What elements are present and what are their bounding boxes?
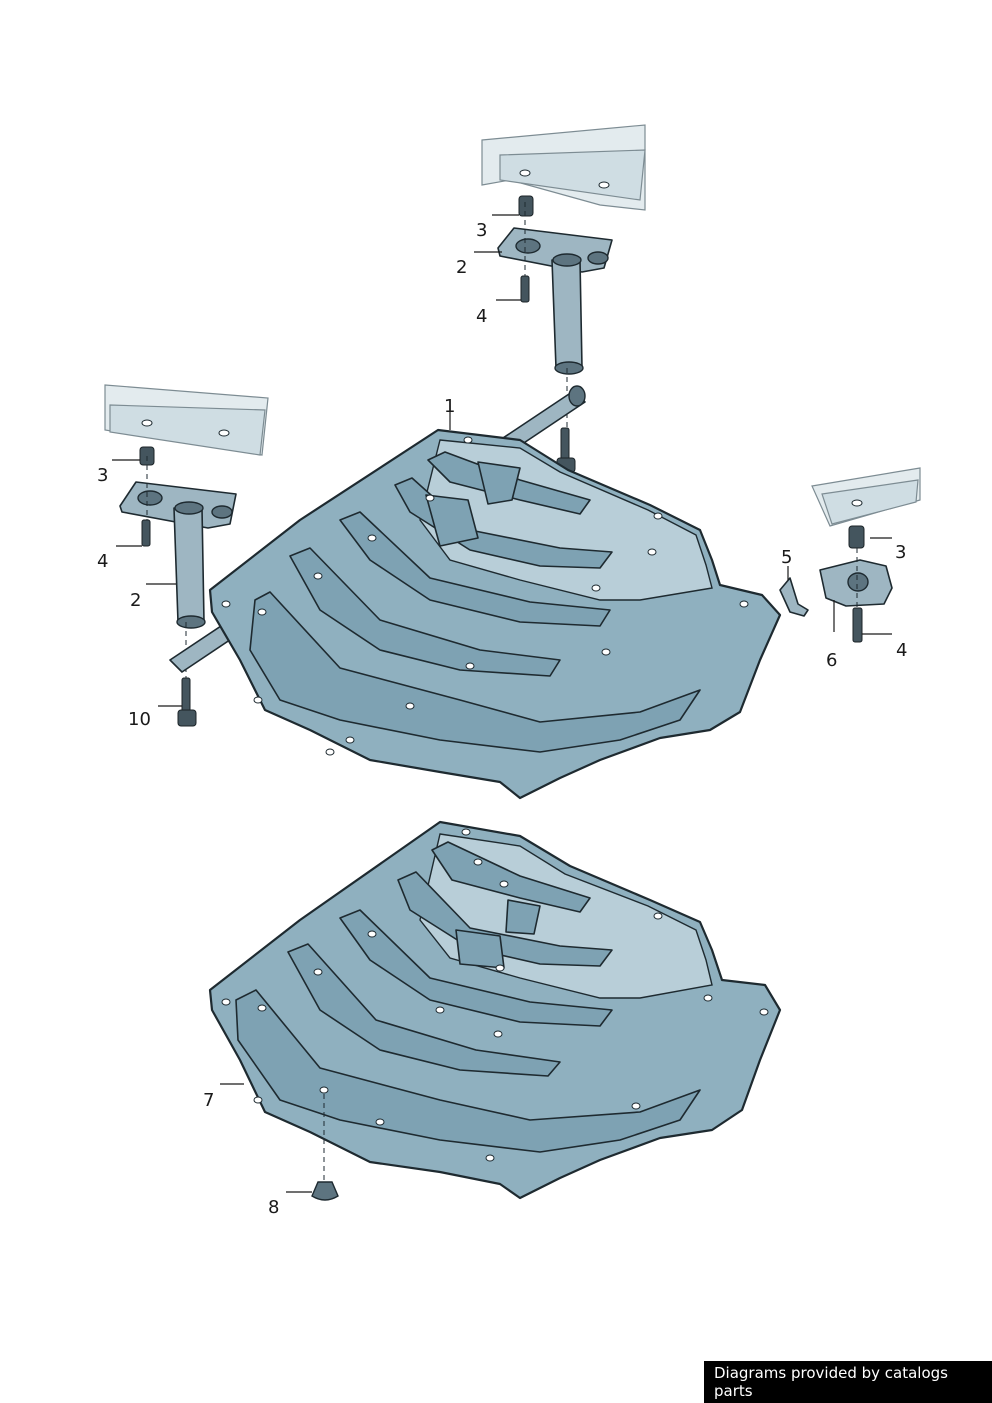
- stay-bracket-top: [497, 195, 613, 473]
- callout-7: 7: [203, 1090, 214, 1111]
- body-panel-top: [481, 124, 646, 211]
- credit-badge: Diagrams provided by catalogs parts: [704, 1361, 992, 1403]
- callout-3-top: 3: [476, 220, 487, 241]
- callout-3-left: 3: [97, 465, 108, 486]
- callout-3-right: 3: [895, 542, 906, 563]
- nut-top-3: [518, 195, 534, 217]
- noise-insulation-tray: [208, 428, 782, 800]
- callout-8: 8: [268, 1197, 279, 1218]
- callout-10: 10: [128, 709, 151, 730]
- callout-labels: 1 3 2 4 3 4 2 10 5 3 6 4 7 8: [97, 220, 907, 1218]
- callout-4-left: 4: [97, 551, 108, 572]
- callout-4-right: 4: [896, 640, 907, 661]
- bolt-top-4: [520, 275, 530, 303]
- bracket-part-5: [779, 577, 809, 617]
- callout-5: 5: [781, 547, 792, 568]
- underbody-guard: [208, 820, 782, 1200]
- mount-part-6: [819, 525, 893, 643]
- callout-6: 6: [826, 650, 837, 671]
- callout-4-top: 4: [476, 306, 487, 327]
- callout-2-left: 2: [130, 590, 141, 611]
- body-panel-right: [811, 467, 921, 527]
- leader-lines: [112, 214, 892, 1193]
- body-panel-left: [104, 384, 269, 456]
- callout-1: 1: [444, 396, 455, 417]
- callout-2-top: 2: [456, 257, 467, 278]
- stay-bracket-left: [119, 446, 237, 727]
- mount-holes-upper: [221, 436, 749, 756]
- clip-part-8: [311, 1094, 339, 1201]
- mount-holes-lower: [221, 828, 769, 1162]
- credit-text: Diagrams provided by catalogs parts: [714, 1364, 948, 1400]
